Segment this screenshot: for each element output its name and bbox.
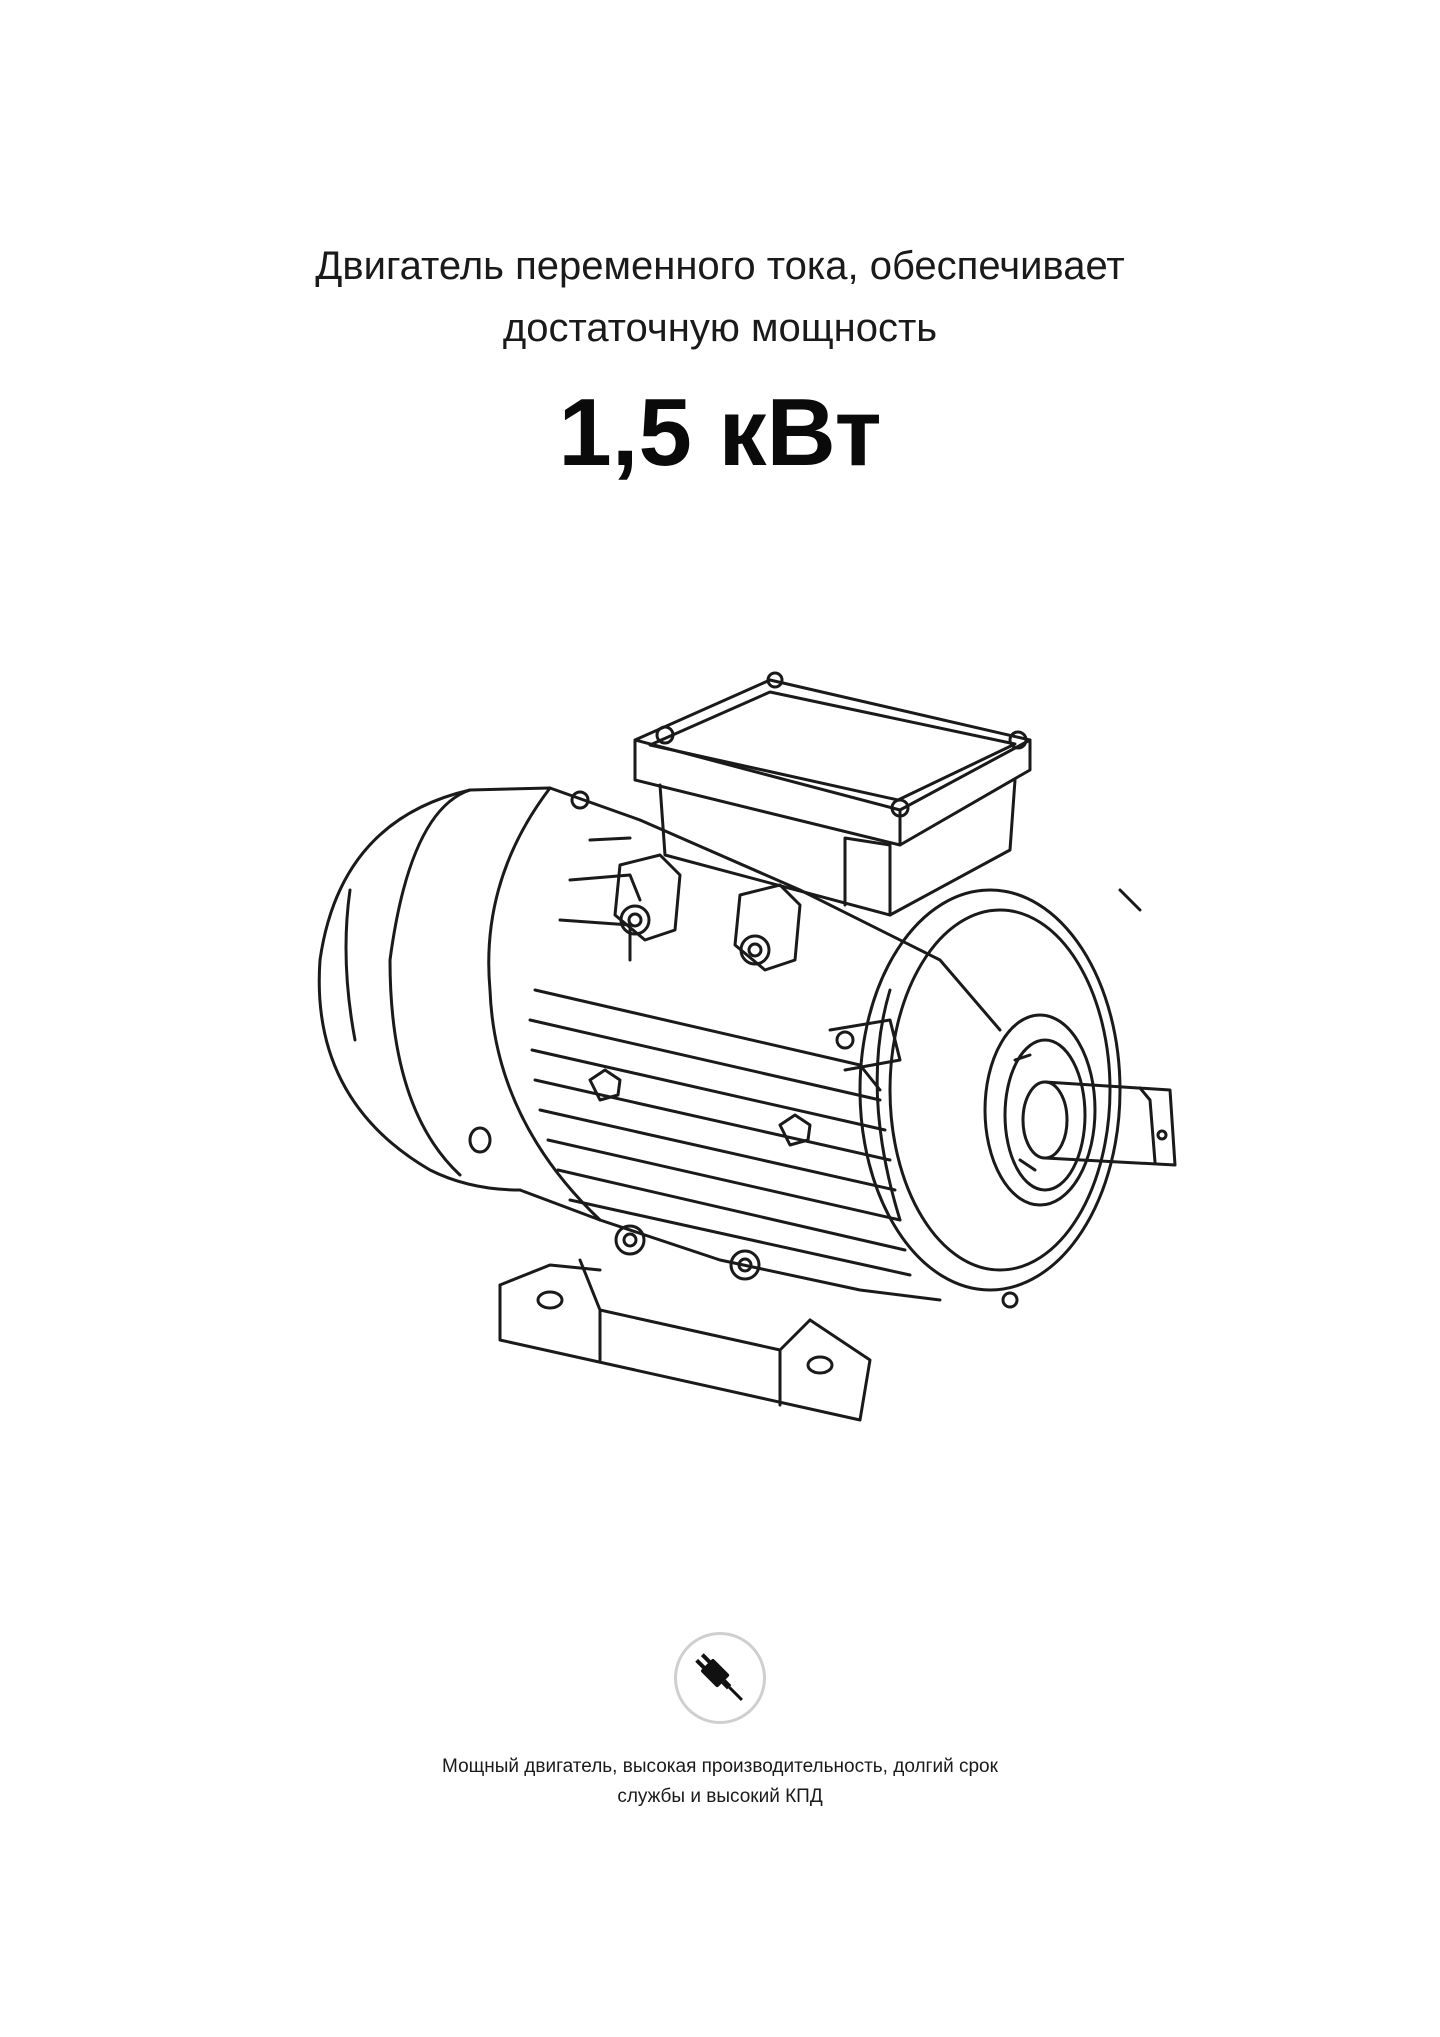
power-plug-icon <box>695 1653 743 1701</box>
caption-line-2: службы и высокий КПД <box>617 1786 823 1807</box>
headline-line-1: Двигатель переменного тока, обеспечивает <box>315 244 1125 288</box>
caption-line-1: Мощный двигатель, высокая производительн… <box>442 1756 998 1777</box>
power-rating: 1,5 кВт <box>558 379 882 486</box>
headline: Двигатель переменного тока, обеспечивает… <box>0 235 1440 359</box>
plug-badge <box>674 1632 766 1724</box>
headline-line-2: достаточную мощность <box>502 306 938 350</box>
caption: Мощный двигатель, высокая производительн… <box>0 1752 1440 1812</box>
electric-motor-icon <box>300 660 1180 1440</box>
